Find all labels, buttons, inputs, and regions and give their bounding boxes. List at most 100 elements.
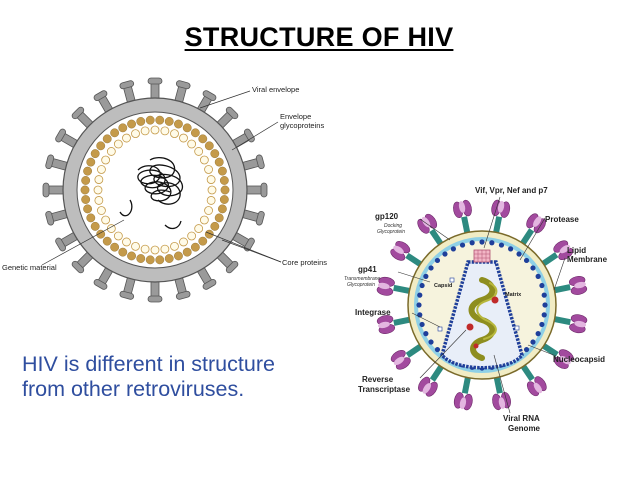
matrix-bead [127, 119, 136, 129]
matrix-bead [218, 204, 227, 214]
matrix-dot [541, 292, 547, 298]
label-viral-rna: Viral RNA [503, 414, 540, 423]
core-bead [194, 147, 204, 156]
matrix-bead [102, 134, 112, 144]
label-lipid: Lipid [567, 246, 586, 255]
core-bead [199, 155, 209, 165]
matrix-dot [516, 251, 522, 257]
matrix-bead [110, 242, 120, 252]
core-bead [94, 196, 104, 205]
gp120-spike [491, 199, 511, 235]
matrix-dot [539, 321, 545, 328]
core-bead [101, 215, 111, 225]
matrix-bead [190, 128, 200, 138]
core-bead [179, 133, 188, 143]
label-protease: Protease [545, 215, 579, 224]
core-bead [160, 126, 170, 136]
matrix-bead [81, 195, 91, 204]
matrix-dot [423, 273, 429, 279]
label-integrase: Integrase [355, 308, 391, 317]
core-bead [140, 126, 150, 136]
core-bead [187, 139, 197, 149]
matrix-dot [419, 321, 425, 328]
matrix-dot [535, 331, 541, 337]
label-genetic-material: Genetic material [2, 263, 57, 272]
matrix-bead [219, 176, 229, 185]
matrix-dot [541, 312, 547, 318]
envelope-inner [76, 111, 234, 269]
core-bead [113, 231, 123, 241]
label-gp120-sub1: Docking [384, 223, 402, 229]
envelope-glyco-leader [231, 121, 279, 151]
core-bead [187, 231, 197, 241]
core-bead [194, 224, 204, 233]
label-gp41-sub1: Transmembrane [344, 276, 381, 282]
matrix-dot [434, 346, 441, 353]
gp120-spike [376, 276, 412, 296]
gp120-spike [376, 315, 413, 334]
matrix-dot [535, 273, 541, 279]
core-bead [140, 244, 150, 254]
core-bead [97, 165, 106, 174]
matrix-bead [96, 229, 106, 239]
core-bead [160, 244, 170, 254]
matrix-bead [90, 149, 100, 159]
matrix-dot [498, 242, 505, 248]
genetic-material-leader [41, 219, 125, 266]
matrix-dot [489, 240, 495, 246]
matrix-dot [434, 257, 441, 264]
label-gp41-sub2: Glycoprotein [347, 282, 375, 288]
matrix-dot [428, 339, 434, 345]
matrix-bead [204, 141, 214, 151]
label-envelope-glycoproteins-2: glycoproteins [280, 121, 324, 130]
matrix-bead [190, 242, 200, 252]
gp120-spike [551, 276, 588, 295]
matrix-bead [90, 221, 100, 231]
matrix-dot [542, 302, 548, 308]
matrix-dot [508, 246, 514, 252]
matrix-bead [127, 251, 136, 261]
label-gp120: gp120 [375, 212, 399, 221]
viral-envelope-leader [199, 90, 251, 109]
gp120-spike [453, 375, 473, 411]
matrix-bead [145, 255, 155, 265]
core-bead [170, 129, 179, 139]
matrix-bead [182, 123, 192, 133]
label-vif-vpr-nef-p7: Vif, Vpr, Nef and p7 [475, 186, 548, 195]
core-bead [199, 215, 209, 225]
matrix-bead [136, 117, 146, 126]
core-bead [204, 206, 213, 215]
core-bead [101, 155, 111, 165]
matrix-dot [523, 346, 530, 353]
core-bead [206, 196, 216, 205]
integrase-dot [491, 296, 499, 304]
core-bead [131, 129, 140, 139]
matrix-bead [218, 166, 227, 176]
core-bead [106, 147, 116, 156]
core-bead [150, 125, 160, 135]
matrix-dot [428, 265, 434, 271]
matrix-dot [530, 265, 536, 271]
matrix-dot [442, 251, 448, 257]
core-bead [207, 185, 217, 195]
matrix-bead [210, 221, 220, 231]
core-proteins-leader-b [221, 239, 282, 263]
matrix-bead [83, 166, 92, 176]
matrix-bead [164, 117, 174, 126]
label-viral-envelope: Viral envelope [252, 85, 299, 94]
core-bead [170, 241, 179, 251]
matrix-bead [220, 185, 230, 195]
matrix-dot [416, 302, 422, 308]
matrix-dot [523, 257, 530, 264]
slide-caption: HIV is different in structure from other… [22, 352, 342, 402]
caption-line-2: from other retroviruses. [22, 377, 245, 401]
matrix-bead [214, 213, 224, 223]
matrix-bead [145, 115, 155, 125]
envelope-spike [42, 182, 68, 198]
core-bead [106, 224, 116, 233]
label-capsid: Capsid [434, 283, 452, 289]
envelope-spike [242, 182, 268, 198]
matrix-bead [110, 128, 120, 138]
matrix-bead [210, 149, 220, 159]
